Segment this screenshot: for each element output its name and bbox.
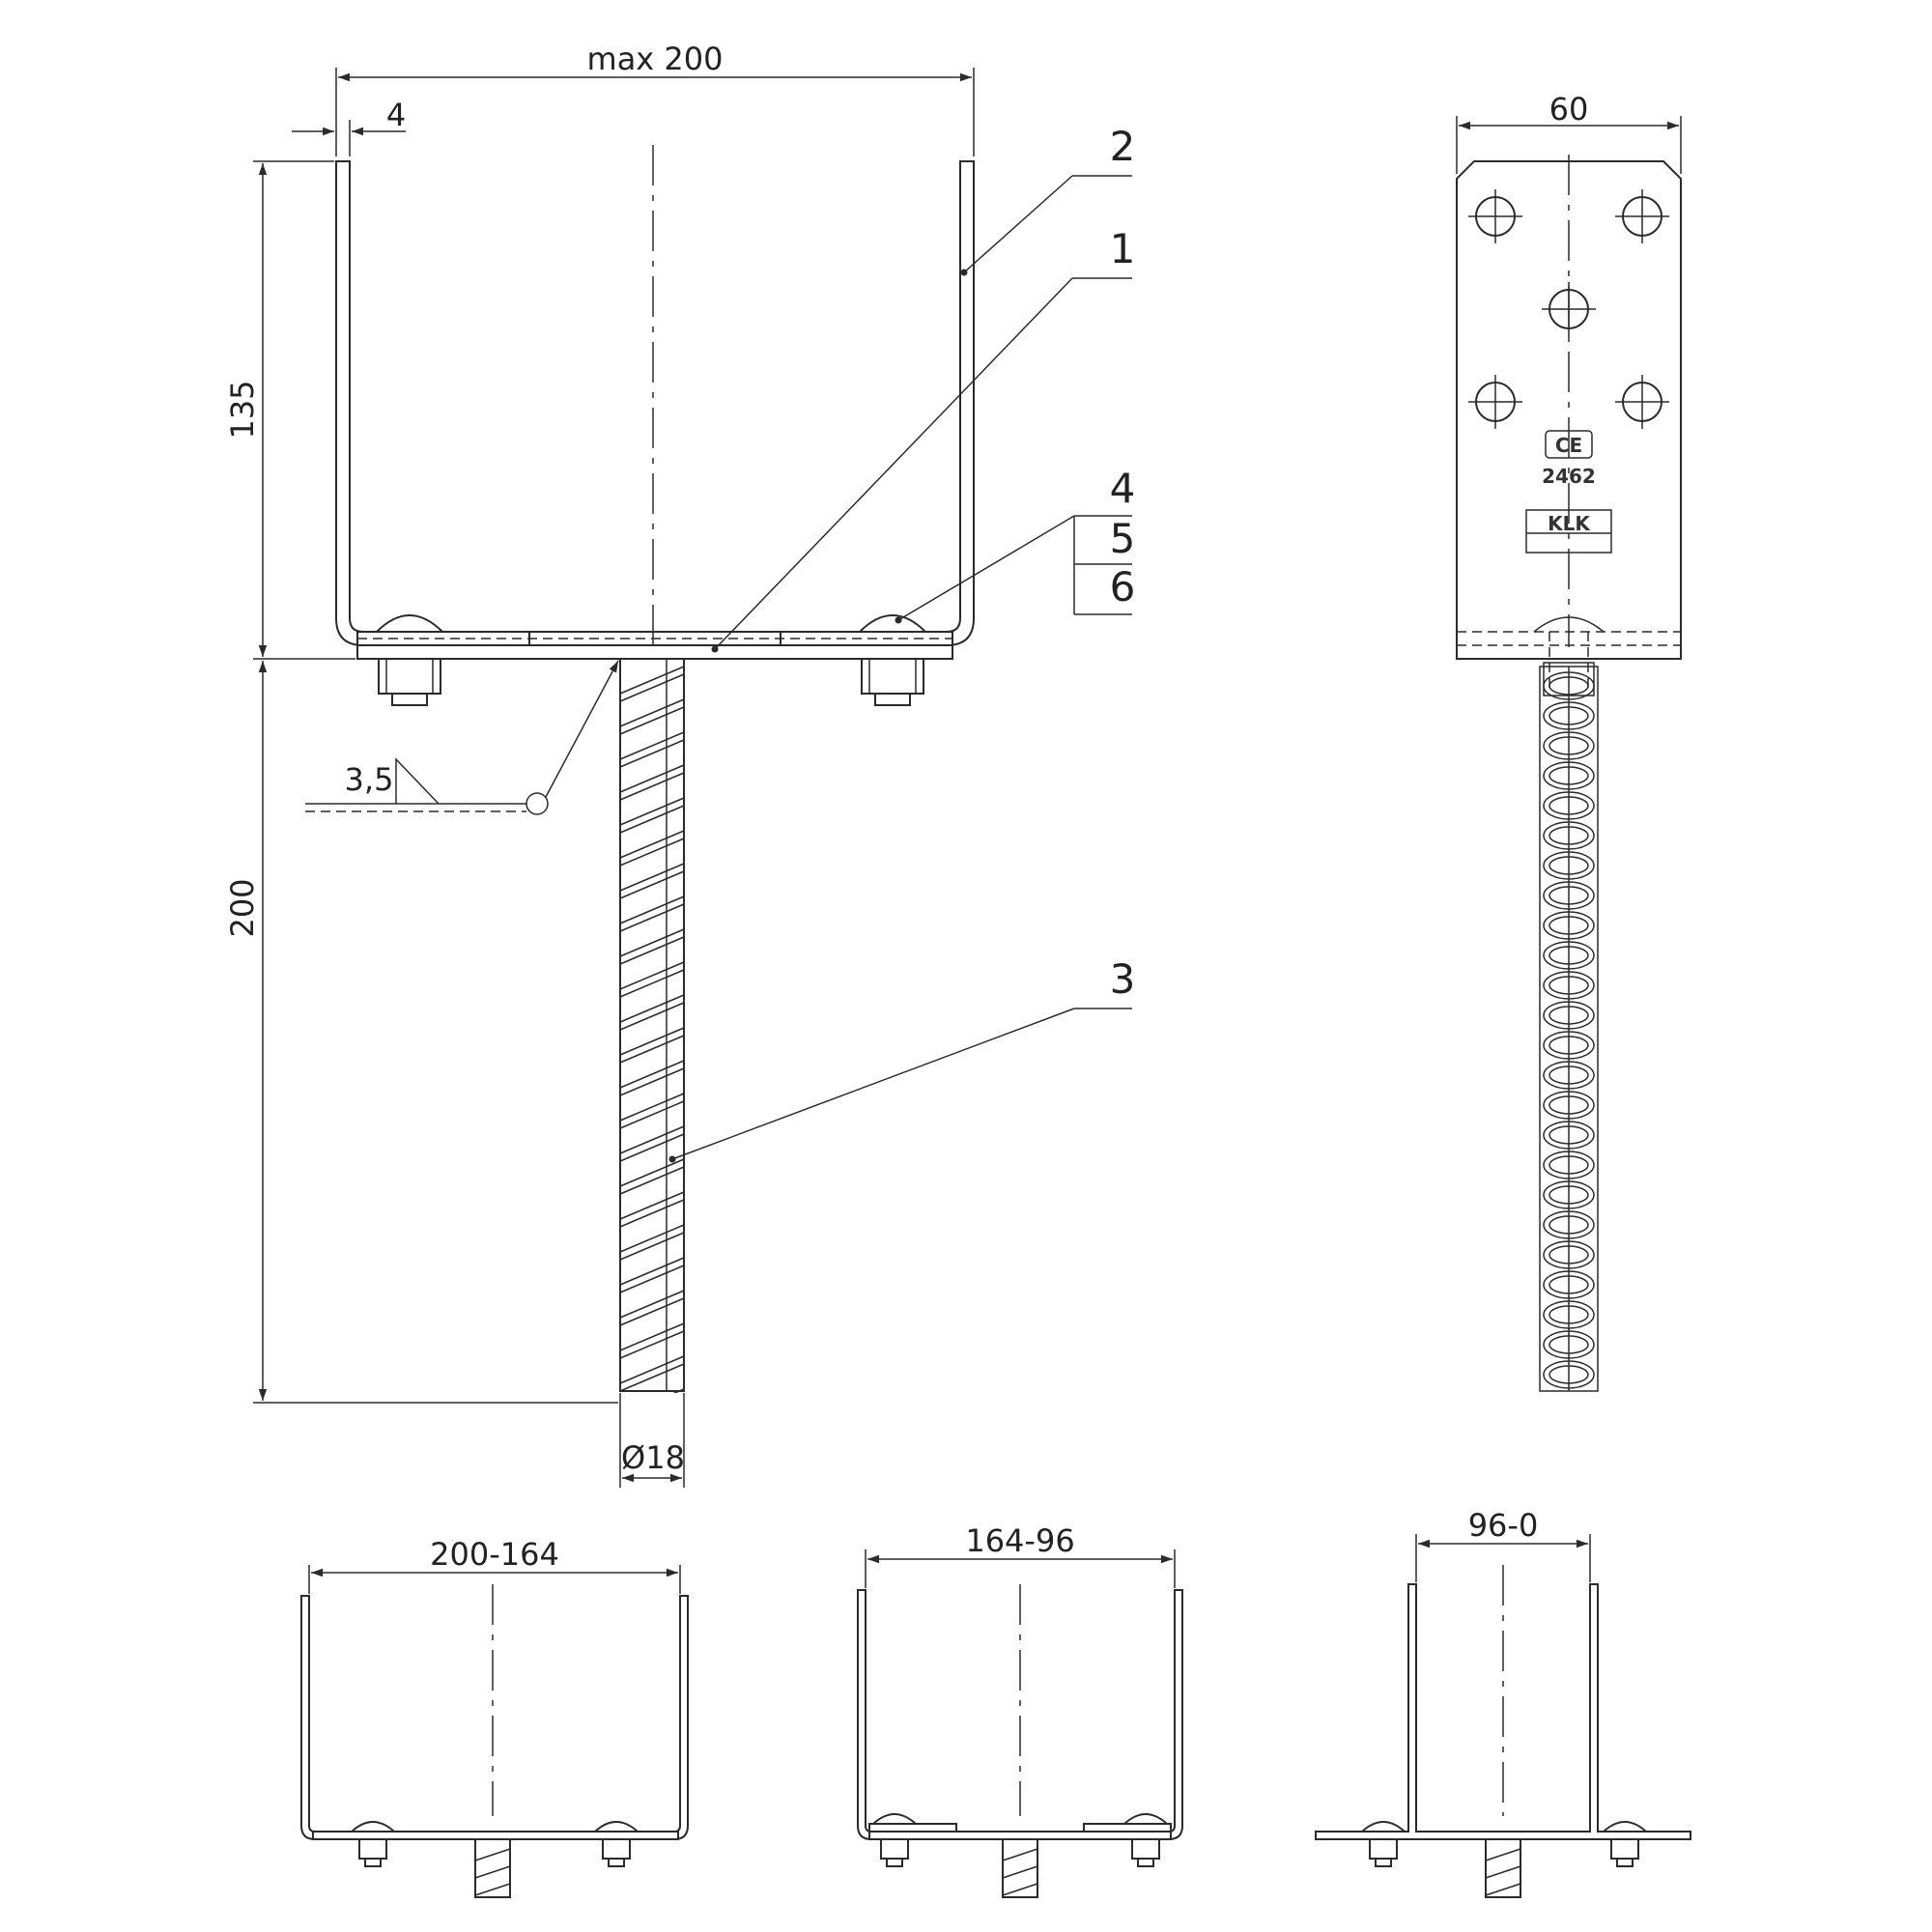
balloon-3: 3 [668,955,1136,1163]
thread-hatch [619,895,685,932]
rod-diameter-label: Ø18 [621,1439,685,1476]
fork-outer-outline [335,160,975,646]
thread-hatch [619,1093,685,1129]
thread-hatch [619,666,685,702]
variant-164-96: 164-96 [857,1522,1183,1898]
thread-hatch [619,698,685,735]
main-front-view: 3,5 max 200 4 135 200 [224,41,1135,1488]
dim-side-width: 60 [1456,91,1682,174]
side-view: CE 2462 KLK 60 [1456,91,1682,1392]
dim-rod-height: 200 [224,661,618,1404]
manufacturer-logo: KLK [1525,509,1612,554]
thread-hatch [619,863,685,899]
side-width-label: 60 [1549,91,1589,128]
thread-hatch [619,928,685,965]
hole-top-right [1615,189,1669,243]
nut-right [861,658,924,706]
certificate-code: 2462 [1542,465,1596,488]
thread-hatch [619,797,685,834]
dim-thickness: 4 [292,97,406,156]
dim-rod-diameter: Ø18 [619,1393,685,1488]
thread-hatch [619,731,685,768]
hole-bottom-right [1615,375,1669,429]
fork-height-label: 135 [224,380,261,439]
balloon-2: 2 [960,123,1136,276]
svg-text:3: 3 [1110,955,1136,1003]
thread-hatch [619,1027,685,1064]
hole-center [1542,282,1596,336]
thread-hatch [619,994,685,1031]
base-plate [356,644,953,660]
svg-text:4: 4 [1110,465,1136,512]
variant-1-label: 200-164 [430,1536,559,1573]
svg-text:2: 2 [1110,123,1136,170]
thread-hatch [619,1224,685,1261]
thread-hatch [619,1290,685,1326]
rod-height-label: 200 [224,878,261,937]
thickness-label: 4 [386,97,406,133]
thread-hatch [619,1191,685,1228]
variant-2-fork [857,1589,1183,1840]
dim-max-width: max 200 [335,41,975,156]
balloon-1: 1 [711,225,1136,653]
variant-3-fork [1315,1583,1691,1840]
bolt-head-left [374,614,445,633]
weld-symbol: 3,5 [305,660,619,815]
thread-hatch [619,1322,685,1359]
variant-1-fork [300,1595,689,1840]
side-rod [1539,666,1599,1392]
thread-hatch [619,1355,685,1392]
thread-hatch [619,961,685,998]
weld-size-label: 3,5 [345,761,394,798]
thread-hatch [619,764,685,801]
thread-hatch [619,1125,685,1162]
thread-hatch [619,1158,685,1195]
thread-hatch [619,1060,685,1096]
thread-hatch [619,830,685,867]
svg-text:CE: CE [1555,434,1582,457]
hole-top-left [1468,189,1522,243]
variant-200-164: 200-164 [300,1536,689,1898]
ce-marking: CE 2462 [1542,430,1596,488]
svg-text:5: 5 [1110,515,1136,562]
variant-96-0: 96-0 [1315,1507,1691,1898]
svg-text:1: 1 [1110,225,1136,272]
max-width-label: max 200 [587,41,724,77]
dim-fork-height: 135 [224,160,355,660]
threaded-rod [619,658,685,1393]
thread-hatch [619,1257,685,1293]
hole-bottom-left [1468,375,1522,429]
variant-3-label: 96-0 [1468,1507,1539,1544]
variant-2-label: 164-96 [965,1522,1074,1559]
bolt-head-right [857,614,928,633]
nut-left [378,658,441,706]
svg-text:6: 6 [1110,563,1136,611]
svg-text:KLK: KLK [1548,512,1591,535]
thread-hatch [672,1388,685,1393]
side-plate [1456,160,1682,660]
balloon-4-5-6: 4 5 6 [895,465,1136,624]
